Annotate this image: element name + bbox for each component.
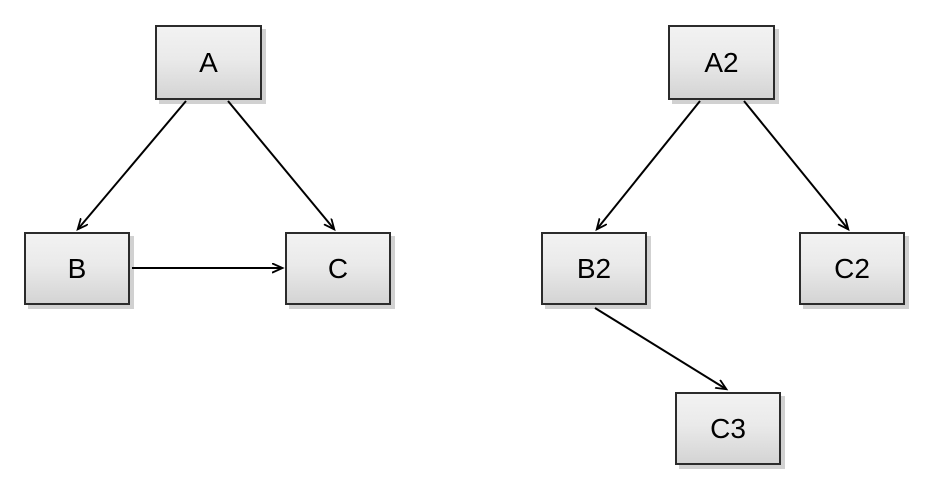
node-c3[interactable]: C3 [675, 392, 781, 465]
node-label: A [199, 46, 218, 78]
node-label: C [327, 252, 349, 284]
edge-a-c [227, 100, 334, 229]
node-label: B2 [576, 252, 612, 284]
node-c[interactable]: C [285, 232, 391, 305]
node-c2[interactable]: C2 [799, 232, 905, 305]
node-a2[interactable]: A2 [668, 25, 775, 100]
node-label: B [67, 252, 87, 284]
node-label: C2 [834, 252, 870, 284]
edge-a-b [78, 100, 187, 229]
node-b2[interactable]: B2 [541, 232, 647, 305]
edge-a2-b2 [597, 100, 701, 229]
node-b[interactable]: B [24, 232, 130, 305]
node-a[interactable]: A [155, 25, 262, 100]
edge-b2-c3 [594, 307, 726, 389]
edges-group [78, 100, 848, 389]
edge-a2-c2 [743, 100, 848, 229]
node-label: A2 [704, 46, 739, 78]
node-label: C3 [710, 412, 746, 444]
